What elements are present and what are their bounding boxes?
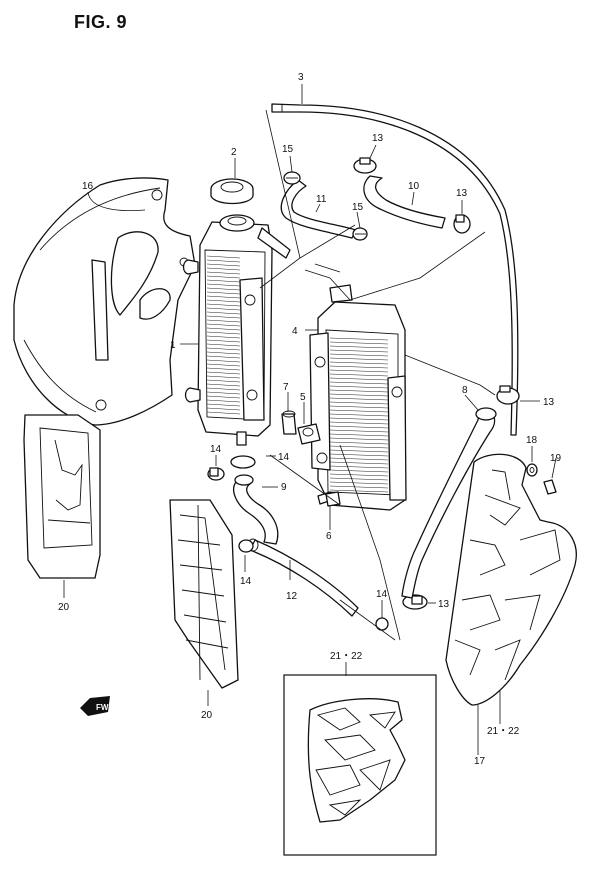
part-14-clamp-c <box>238 539 254 553</box>
part-14-clamp-d <box>375 617 389 631</box>
callout-19: 19 <box>550 453 562 464</box>
callout-14b: 14 <box>278 452 290 463</box>
part-11-hose <box>280 179 357 239</box>
part-4-radiator-right <box>309 284 407 511</box>
callout-13c: 13 <box>543 397 555 408</box>
assembly-lines <box>259 109 496 641</box>
part-13-clamp-bottom <box>402 594 428 610</box>
callout-20b: 20 <box>201 710 213 721</box>
callout-leaders <box>63 84 557 755</box>
part-1-radiator-left <box>182 221 291 446</box>
callout-5: 5 <box>300 392 306 403</box>
callout-13d: 13 <box>438 599 450 610</box>
part-8-hose <box>401 407 497 599</box>
figure-title: FIG. 9 <box>74 12 128 32</box>
callout-14c: 14 <box>240 576 252 587</box>
part-15-clamp-lower <box>352 227 368 241</box>
callout-16: 16 <box>82 181 94 192</box>
part-19-bolt <box>543 479 557 495</box>
part-13-clamp-top <box>353 157 377 174</box>
callout-9: 9 <box>281 482 287 493</box>
fwd-label: FWD <box>96 703 114 712</box>
part-3-overflow-tube <box>271 103 519 436</box>
part-17-right-shroud <box>445 453 577 706</box>
part-14-clamp-b <box>207 467 225 481</box>
callout-15b: 15 <box>352 202 364 213</box>
callout-21-22b: 21・22 <box>487 726 520 737</box>
callout-18: 18 <box>526 435 538 446</box>
callout-20a: 20 <box>58 602 70 613</box>
part-5-mount-rubber <box>297 423 321 445</box>
callout-8: 8 <box>462 385 468 396</box>
callout-21-22a: 21・22 <box>330 651 363 662</box>
fwd-direction-arrow: FWD <box>80 696 114 716</box>
callout-10: 10 <box>408 181 420 192</box>
part-9-hose <box>233 474 279 545</box>
part-13-clamp-mid <box>496 385 520 405</box>
callout-14d: 14 <box>376 589 388 600</box>
part-13-clamp-right <box>453 214 471 234</box>
callout-4: 4 <box>292 326 298 337</box>
callout-labels: 3 2 16 15 11 13 10 13 15 1 4 7 5 8 13 18… <box>58 72 562 767</box>
callout-17: 17 <box>474 756 486 767</box>
callout-12: 12 <box>286 591 298 602</box>
callout-6: 6 <box>326 531 332 542</box>
callout-2: 2 <box>231 147 237 158</box>
callout-7: 7 <box>283 382 289 393</box>
callout-11: 11 <box>316 194 327 205</box>
callout-13a: 13 <box>372 133 384 144</box>
part-16-left-shroud <box>13 177 196 426</box>
part-2-radiator-cap <box>210 178 255 232</box>
part-12-hose <box>247 538 359 617</box>
callout-13b: 13 <box>456 188 468 199</box>
callout-3: 3 <box>298 72 304 83</box>
part-21-22-decal-inset <box>283 674 437 856</box>
part-20-lower-panel-left <box>23 414 101 579</box>
callout-15a: 15 <box>282 144 294 155</box>
part-15-clamp-upper <box>283 171 301 185</box>
part-18-washer <box>526 463 538 477</box>
callout-14a: 14 <box>210 444 222 455</box>
part-6-bolt <box>317 491 341 507</box>
callout-1: 1 <box>170 340 176 351</box>
part-10-hose <box>363 175 446 229</box>
part-20-louver-guard <box>169 499 239 689</box>
part-14-clamp-a <box>230 455 256 469</box>
part-7-grommet <box>281 410 297 435</box>
